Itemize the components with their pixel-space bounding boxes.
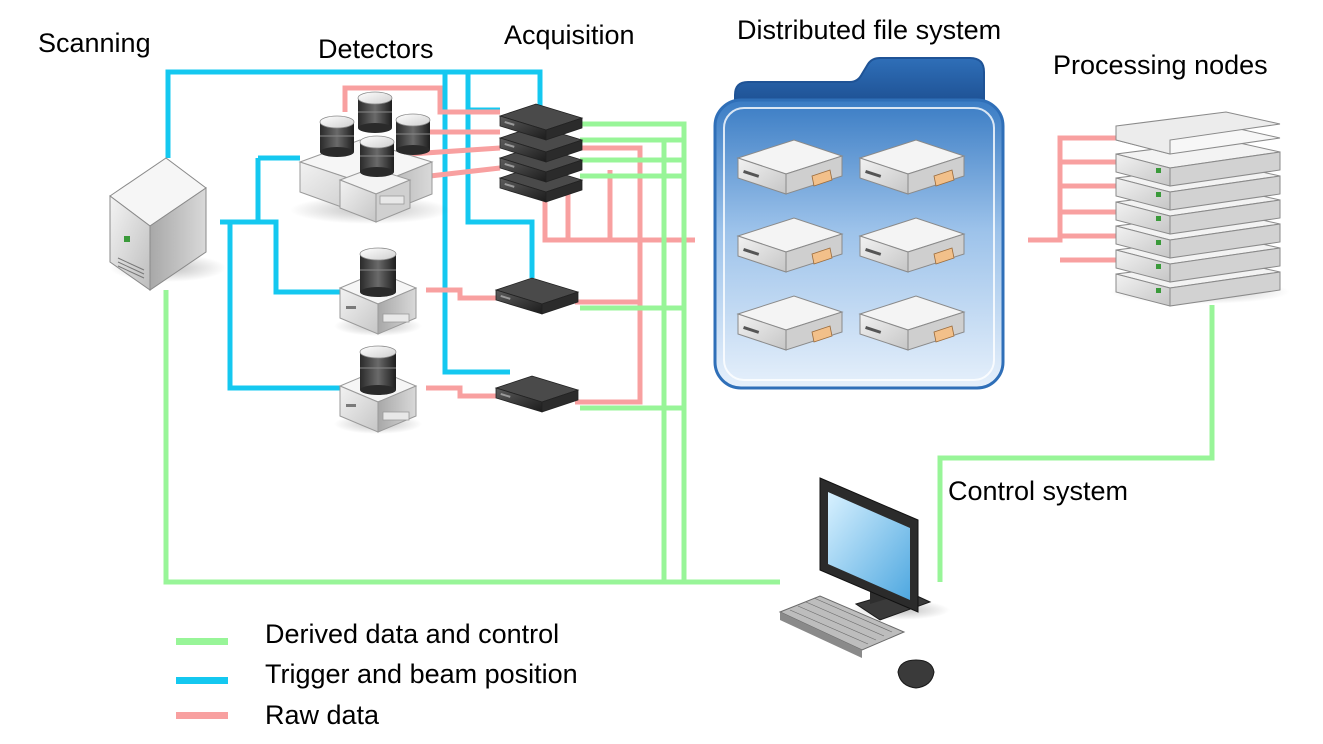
legend-label-trigger: Trigger and beam position [265,659,578,689]
legend-label-raw: Raw data [265,700,380,730]
trigger-lines [165,69,543,391]
acquisition-unit-icon [495,277,579,315]
scanning-server-tower-icon [109,157,226,291]
label-scanning: Scanning [38,28,151,58]
acquisition-unit-icon [495,375,579,413]
detector-icon [333,345,423,435]
label-detectors: Detectors [318,34,434,64]
legend-swatch-raw [176,712,228,719]
label-processing-nodes: Processing nodes [1053,50,1268,80]
derived-data-lines [163,121,1215,585]
processing-nodes-server-rack-icon [1110,111,1290,307]
label-acquisition: Acquisition [504,20,635,50]
detector-icon [333,247,423,337]
control-system-computer-icon [778,477,950,689]
acquisition-rack-server-icon [499,103,583,203]
legend-label-derived: Derived data and control [265,619,560,649]
legend-swatch-trigger [176,677,228,684]
label-distributed-file-system: Distributed file system [737,15,1002,45]
legend-swatch-derived [176,638,228,645]
label-control-system: Control system [948,476,1129,506]
detector-cluster-icon [290,91,450,224]
